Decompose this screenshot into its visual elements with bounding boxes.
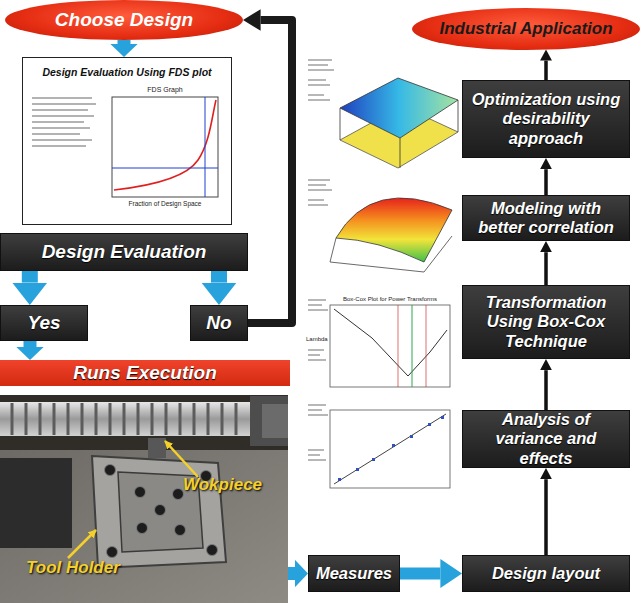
box-cox-curve xyxy=(334,309,447,376)
axis-line xyxy=(340,100,458,168)
inset-box: Design Evaluation Using FDS plot xyxy=(22,57,232,225)
plot-label: Box-Cox Plot for Power Transforms xyxy=(326,296,454,303)
bolt xyxy=(207,545,218,556)
lambda-line xyxy=(412,305,413,387)
node-text: Choose Design xyxy=(55,9,193,31)
node-text: Industrial Application xyxy=(439,19,612,39)
flow-arrow xyxy=(288,567,295,580)
process-box: Optimization using desirability approach xyxy=(462,80,630,158)
text-placeholder xyxy=(308,405,328,460)
point xyxy=(372,458,375,461)
threaded-shaft xyxy=(0,402,252,436)
box-cox-plot xyxy=(308,300,450,387)
flow-arrow xyxy=(22,271,38,283)
node-text: Measures xyxy=(316,564,392,583)
shaft-grooves xyxy=(12,403,236,435)
fit-line xyxy=(334,414,446,484)
cutting-tool xyxy=(148,438,166,458)
decision-box: Design Evaluation xyxy=(0,233,248,271)
bolt xyxy=(137,523,148,534)
text-placeholder xyxy=(308,180,332,205)
interval-line xyxy=(398,305,426,387)
flow-arrow xyxy=(24,341,37,347)
part-label: Wokpiece xyxy=(183,475,262,495)
answer-box: No xyxy=(190,305,248,341)
text-placeholder xyxy=(308,300,328,360)
node-text: Design Evaluation xyxy=(42,241,207,263)
bolt xyxy=(105,465,116,476)
lathe-chuck xyxy=(250,396,288,446)
data-points xyxy=(338,416,444,481)
process-box: Measures xyxy=(308,555,400,592)
point xyxy=(441,416,444,419)
lathe-photo xyxy=(0,395,288,603)
flow-arrow xyxy=(544,479,548,555)
plot-frame xyxy=(330,305,450,387)
flow-arrow xyxy=(544,252,548,285)
photo-frame: WokpieceTool Holder xyxy=(0,395,288,603)
response-surface xyxy=(308,180,452,272)
axis-line xyxy=(330,236,452,272)
text-placeholder xyxy=(308,60,334,100)
leader-arrow xyxy=(165,441,198,477)
desirability-surface xyxy=(340,78,458,138)
bolt xyxy=(135,487,146,498)
plot-floor xyxy=(340,106,458,168)
bolt xyxy=(173,489,184,500)
flow-arrow xyxy=(211,271,227,283)
flow-arrow xyxy=(118,40,131,44)
node-text: Modeling with better correlation xyxy=(467,199,625,238)
process-box: Design layout xyxy=(462,555,630,592)
node-text: Runs Execution xyxy=(73,362,217,384)
plot-label: Fraction of Design Space xyxy=(108,200,222,207)
point xyxy=(356,468,359,471)
machine-bed xyxy=(0,450,288,603)
flow-arrow xyxy=(544,61,548,80)
part-label: Tool Holder xyxy=(26,558,120,578)
start-ellipse: Choose Design xyxy=(5,0,243,40)
node-text: Design Evaluation Using FDS plot xyxy=(42,66,211,78)
node-text: No xyxy=(206,312,231,334)
chuck-jaw xyxy=(262,404,288,438)
flow-arrow xyxy=(544,169,548,195)
node-text: Design layout xyxy=(492,564,600,583)
node-text: Yes xyxy=(27,312,60,334)
bolt xyxy=(155,505,166,516)
flow-arrow xyxy=(544,370,548,410)
plot-frame xyxy=(330,410,450,488)
normal-plot xyxy=(308,405,450,488)
point xyxy=(392,444,395,447)
surface-patch xyxy=(336,198,452,262)
bolt xyxy=(107,547,118,558)
plot-label: Lambda xyxy=(306,336,336,343)
process-box: Modeling with better correlation xyxy=(462,195,630,241)
process-box: Analysis of variance and effects xyxy=(462,410,630,468)
point xyxy=(428,423,431,426)
leader-arrow xyxy=(68,530,96,558)
process-box: Transformation Using Box-Cox Technique xyxy=(462,285,630,359)
tool-holder-plate xyxy=(92,456,226,568)
end-ellipse: Industrial Application xyxy=(412,8,640,50)
desirability-plot xyxy=(308,60,458,168)
node-text: Transformation Using Box-Cox Technique xyxy=(467,293,625,351)
stage-band: Runs Execution xyxy=(0,360,290,386)
photo-background xyxy=(0,395,288,603)
answer-box: Yes xyxy=(0,305,88,341)
feedback-arrow xyxy=(248,20,292,323)
point xyxy=(410,435,413,438)
flow-arrow xyxy=(400,568,440,580)
bolt xyxy=(175,525,186,536)
carriage-block xyxy=(0,458,72,548)
node-text: Analysis of variance and effects xyxy=(467,410,625,468)
node-text: Optimization using desirability approach xyxy=(467,90,625,148)
point xyxy=(338,478,341,481)
plot-label: FDS Graph xyxy=(112,86,218,94)
